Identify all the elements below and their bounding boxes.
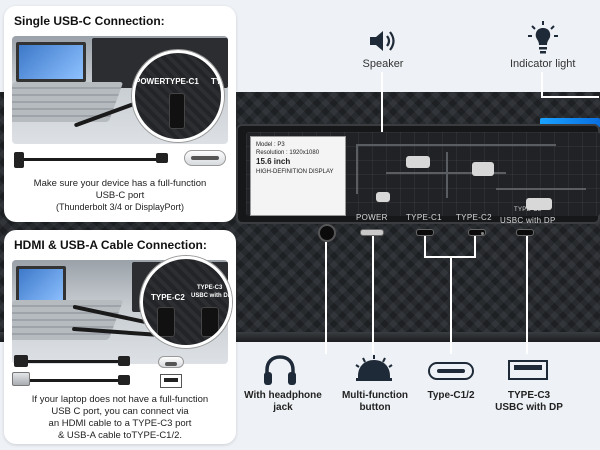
headphone-jack[interactable]	[318, 224, 336, 242]
spec-size: 15.6 inch	[256, 157, 291, 167]
hdmi-usba-card: HDMI & USB-A Cable Connection: TYPE-C2 T…	[4, 230, 236, 444]
speaker-callout-line	[381, 72, 383, 132]
usba-plug	[12, 372, 30, 386]
headphone-label-1: With headphone	[244, 390, 322, 401]
jack-callout-line	[325, 242, 327, 354]
single-usbc-text-1: Make sure your device has a full-functio…	[33, 178, 207, 189]
hdmi-usba-text-2: USB C port, you can connect via	[51, 406, 189, 417]
lightbulb-icon	[528, 21, 558, 54]
hdmi-cable	[26, 379, 122, 382]
typec1-callout-line	[424, 236, 426, 258]
hdmi-usba-title: HDMI & USB-A Cable Connection:	[14, 238, 207, 252]
usbc-port-icon-bottom	[428, 362, 474, 380]
spec-display: HIGH-DEFINITION DISPLAY	[256, 168, 334, 175]
power-button[interactable]	[360, 229, 384, 236]
zoom-power-label: POWER	[135, 77, 166, 86]
typec3-label-1: TYPE-C3	[507, 390, 551, 401]
port-label-typec2: TYPE-C2	[456, 213, 492, 222]
typec3-label-2: USBC with DP	[495, 402, 563, 413]
typec12-callout-line	[450, 256, 452, 354]
usbc-port-icon-2	[158, 356, 184, 368]
headphone-icon	[264, 355, 296, 385]
indicator-light-strip	[540, 118, 600, 128]
button-label-1: Multi-function	[341, 390, 409, 401]
indicator-light-label: Indicator light	[510, 58, 576, 70]
hdmi-usba-text-1: If your laptop does not have a full-func…	[31, 394, 209, 405]
button-label-2: button	[359, 402, 391, 413]
hdmi-usba-zoom: TYPE-C2 TYPE-C3 USBC with DP	[140, 256, 232, 348]
indicator-callout-line-h	[541, 96, 599, 98]
speaker-icon	[370, 31, 395, 51]
usb-port-icon-bottom	[508, 360, 548, 380]
hdmi-usba-text-4: & USB-A cable toTYPE-C1/2.	[57, 430, 183, 441]
single-usbc-zoom: POWER TYPE-C1 TYPE	[132, 50, 224, 142]
usbc-plug-right	[156, 153, 168, 163]
typec3-port[interactable]	[516, 229, 534, 236]
usbc-port-icon	[184, 150, 226, 166]
speaker-label: Speaker	[362, 58, 404, 70]
hdmi-usba-text-3: an HDMI cable to a TYPE-C3 port	[48, 418, 192, 429]
typec12-label: Type-C1/2	[427, 390, 475, 401]
port-labels: POWER TYPE-C1 TYPE-C2 TYPE-C3 USBC with …	[300, 207, 600, 247]
indicator-callout-line-v	[541, 72, 543, 98]
spec-model: Model : P3	[256, 142, 285, 148]
usbc-plug-2-left	[14, 355, 28, 367]
usba-port-icon	[160, 374, 182, 388]
single-usbc-card: Single USB-C Connection: POWER TYPE-C1 T…	[4, 6, 236, 222]
usbc-cable	[20, 158, 160, 161]
multi-function-button-icon	[355, 355, 393, 381]
zoom-usbc-dp-label: USBC with DP	[191, 293, 232, 299]
port-label-usbc-dp: USBC with DP	[500, 216, 556, 225]
spec-label: Model : P3 Resolution : 1920x1080 15.6 i…	[250, 136, 346, 216]
button-callout-line	[372, 236, 374, 354]
typec1-port[interactable]	[416, 229, 434, 236]
usbc-cable-2	[22, 360, 122, 363]
port-label-power: POWER	[356, 213, 388, 222]
monitor-edge	[0, 332, 600, 342]
single-usbc-text-3: (Thunderbolt 3/4 or DisplayPort)	[55, 202, 185, 212]
usbc-plug-left	[14, 152, 24, 168]
single-usbc-text-2: USB-C port	[95, 190, 145, 201]
typec3-callout-line	[526, 236, 528, 354]
zoom-typec1-label: TYPE-C1	[165, 77, 199, 86]
zoom-typec2-label: TYPE-C2	[151, 293, 185, 302]
zoom-type-label: TYPE	[211, 77, 222, 86]
port-label-typec1: TYPE-C1	[406, 213, 442, 222]
hdmi-plug-right	[118, 375, 130, 385]
typec2-port[interactable]	[468, 229, 486, 236]
usbc-plug-2-right	[118, 356, 130, 366]
spec-resolution: Resolution : 1920x1080	[256, 150, 320, 157]
headphone-label-2: jack	[273, 402, 293, 413]
single-usbc-title: Single USB-C Connection:	[14, 14, 165, 28]
zoom-typec3-label: TYPE-C3	[197, 285, 223, 291]
pinhole	[481, 232, 484, 235]
typec2-callout-line	[474, 236, 476, 258]
port-label-typec3: TYPE-C3	[514, 207, 542, 213]
